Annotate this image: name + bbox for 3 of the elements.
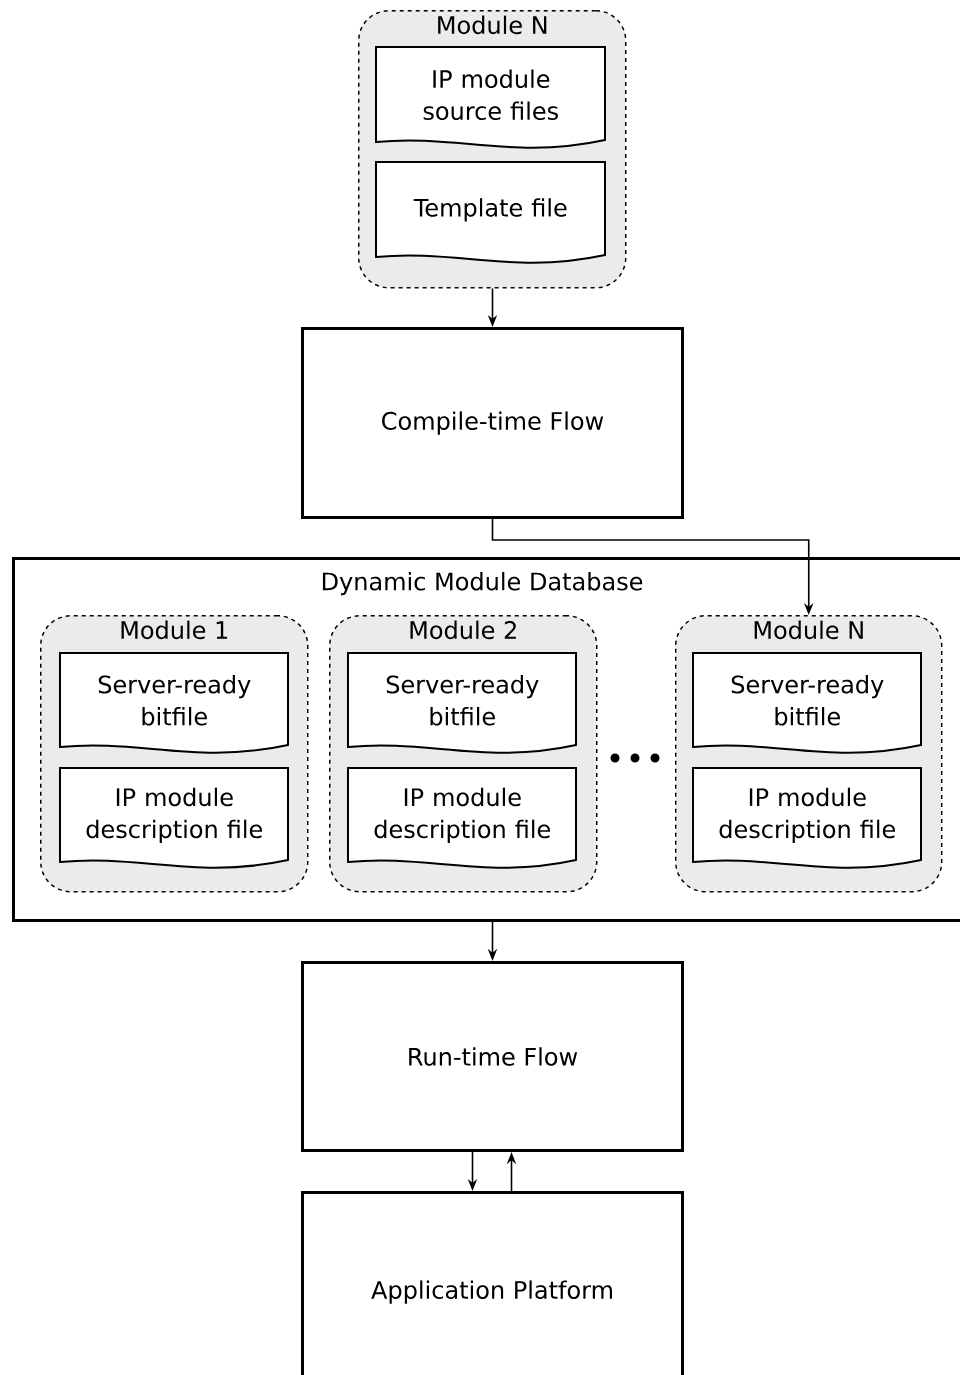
process-box: Compile-time Flow — [301, 327, 684, 519]
process-box: Run-time Flow — [301, 961, 684, 1152]
process-box: Application Platform — [301, 1191, 684, 1375]
